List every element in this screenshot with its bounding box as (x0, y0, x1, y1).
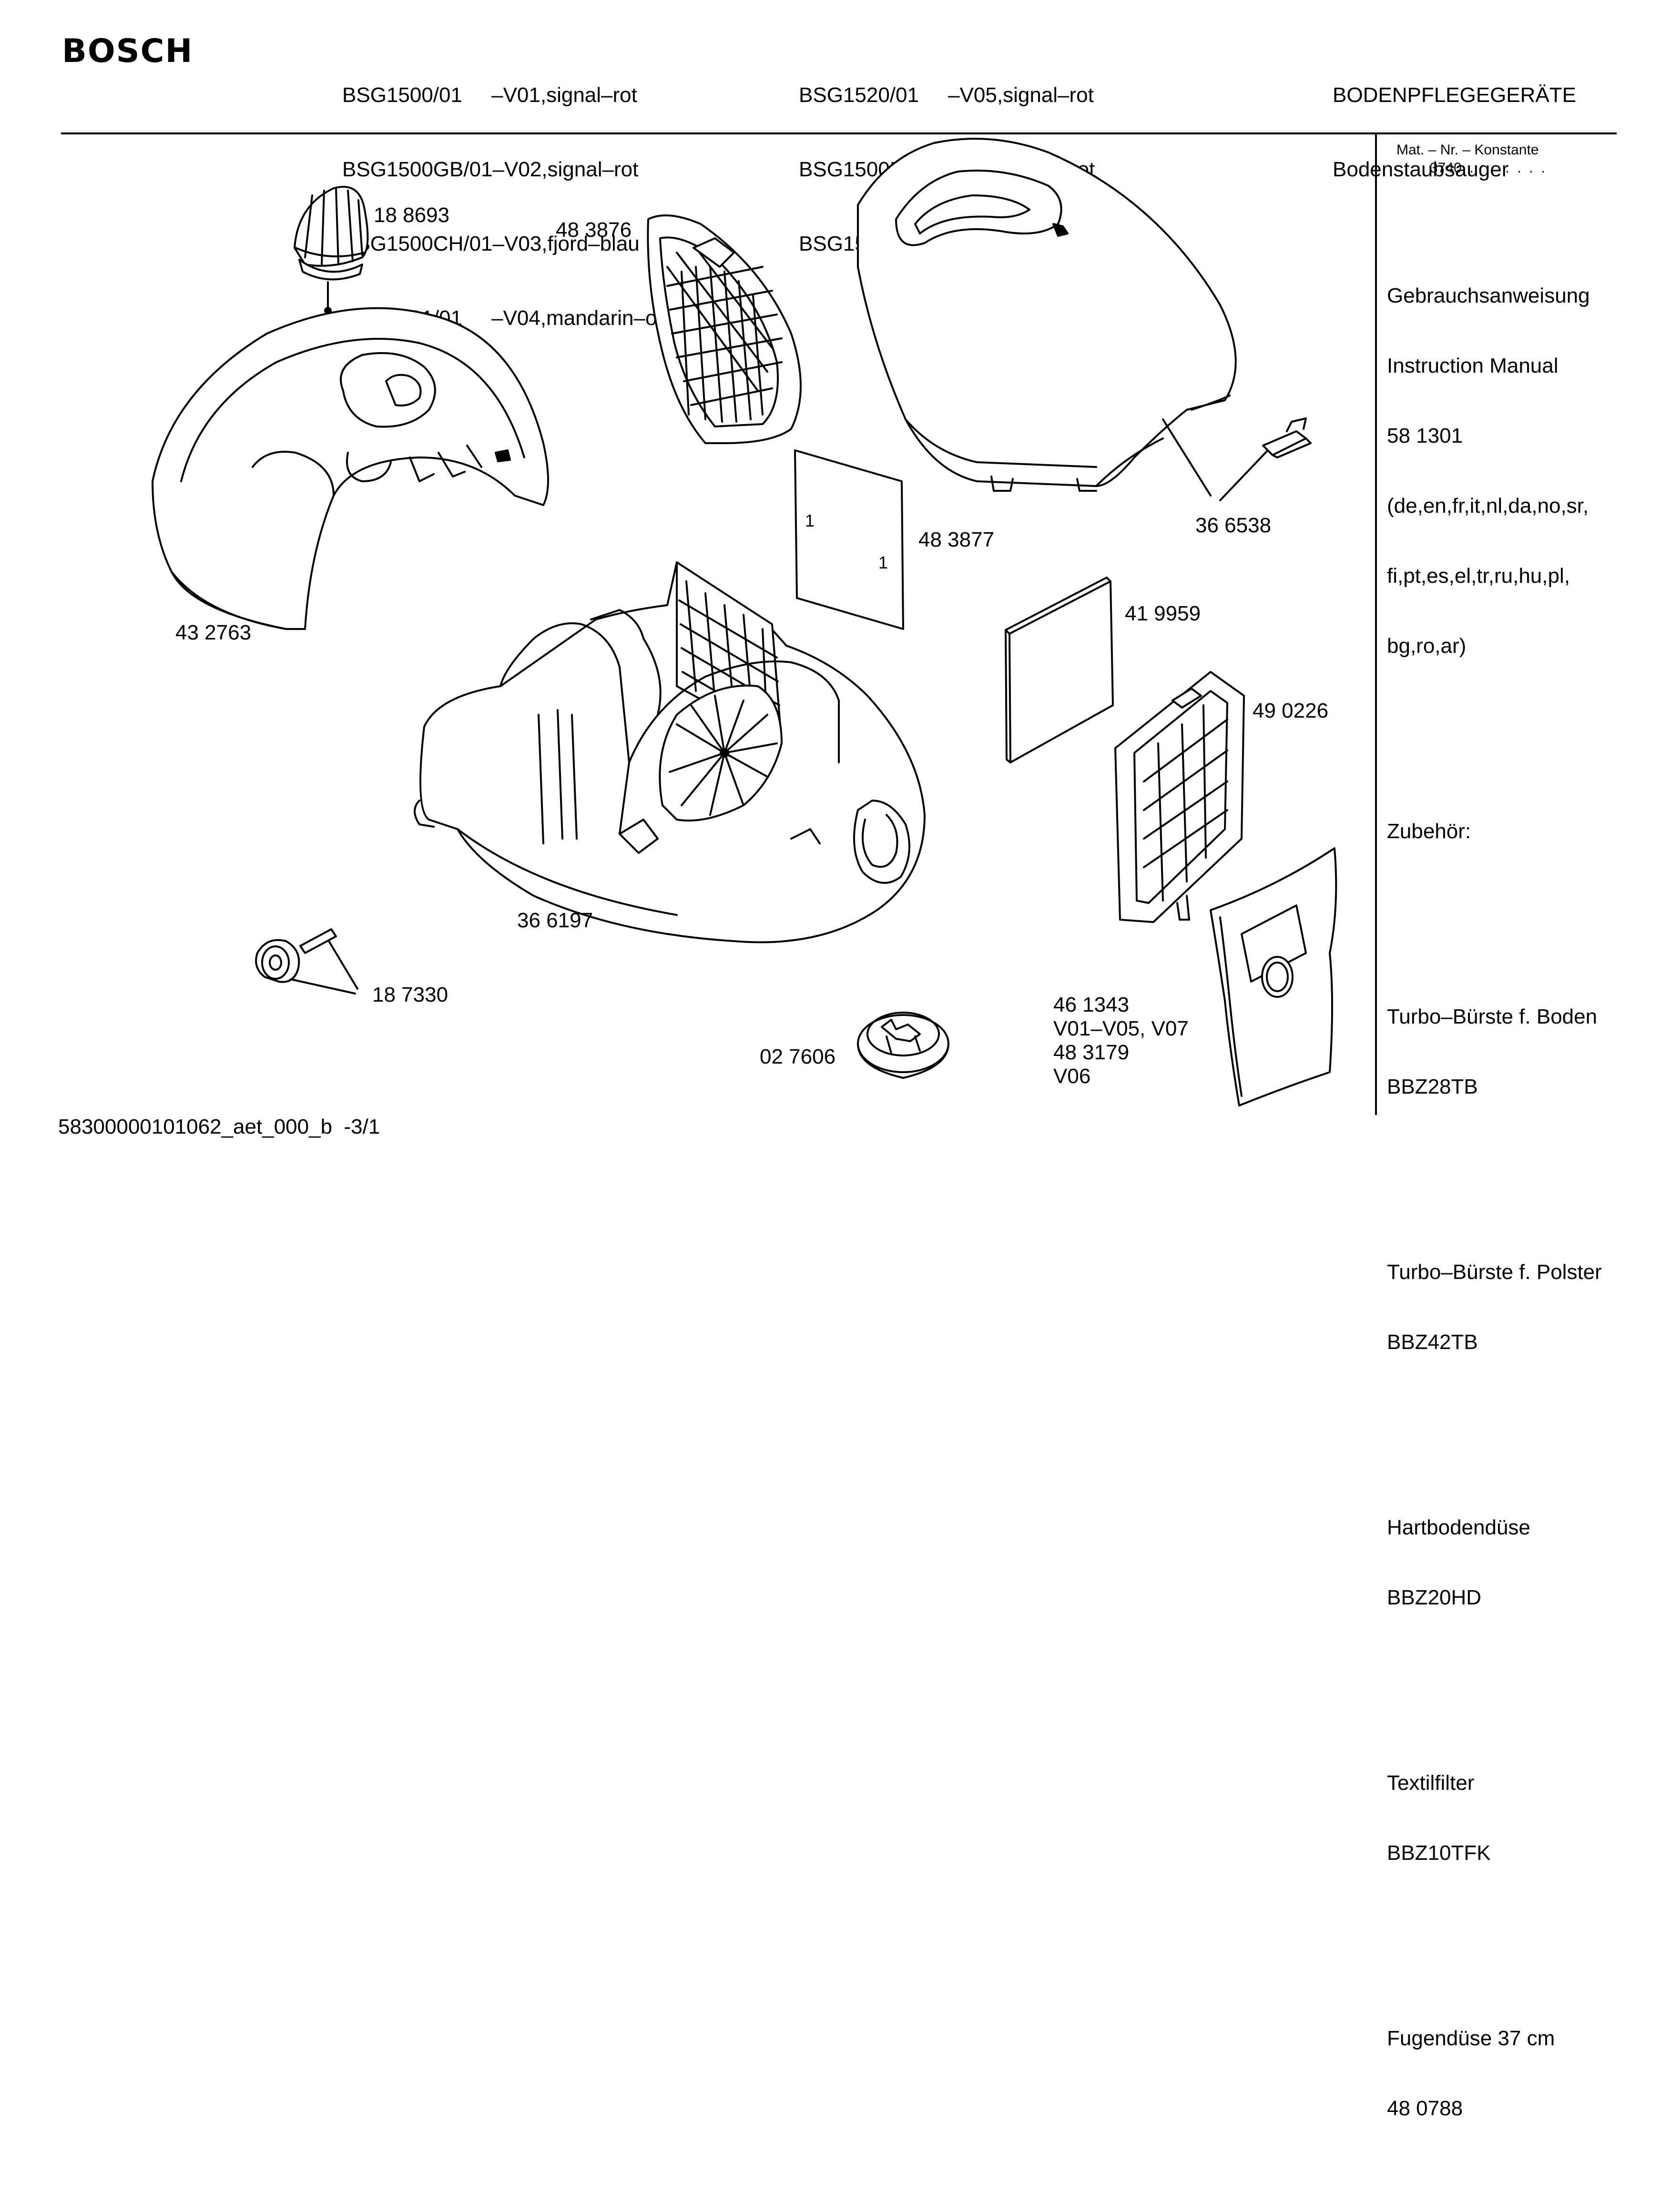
exploded-parts-diagram (152, 138, 1337, 1106)
mat-nr-value: 3740 . . . . . . (1430, 160, 1545, 176)
accessory-item: Turbo–Bürste f. Boden BBZ28TB (1387, 958, 1602, 1145)
part-label: 36 6197 (517, 909, 593, 932)
filter-mark: 1 (805, 511, 815, 530)
part-body-366197 (414, 561, 926, 944)
part-frame-490226 (1114, 671, 1245, 923)
bosch-logo: BOSCH (62, 32, 194, 70)
part-label: 18 8693 (374, 203, 450, 227)
accessory-name: Hartbodendüse (1387, 1516, 1530, 1539)
accessory-item: Fugendüse 37 cm 48 0788 (1387, 1980, 1602, 2167)
manual-line: bg,ro,ar) (1387, 634, 1467, 658)
part-top-cover-432763 (152, 307, 549, 630)
accessories-heading: Zubehör: (1387, 820, 1471, 843)
manual-block: Gebrauchsanweisung Instruction Manual 58… (1387, 237, 1602, 704)
manual-line: (de,en,fr,it,nl,da,no,sr, (1387, 494, 1589, 517)
part-label: V01–V05, V07 (1053, 1017, 1189, 1040)
model-line: BSG1500GB/01–V02,signal–rot (342, 158, 639, 181)
accessory-name: Turbo–Bürste f. Boden (1387, 1005, 1598, 1028)
part-label: 49 0226 (1253, 699, 1329, 722)
accessories-heading-block: Zubehör: (1387, 773, 1602, 890)
part-label: 41 9959 (1125, 602, 1201, 625)
manual-line: 58 1301 (1387, 424, 1463, 447)
mat-nr-label: Mat. – Nr. – Konstante (1396, 142, 1539, 158)
part-label: 48 3877 (918, 528, 995, 551)
part-round-027606 (857, 1012, 949, 1079)
part-label: 48 3876 (556, 218, 632, 242)
model-line: BSG1520/01 –V05,signal–rot (799, 83, 1094, 107)
accessory-item: Turbo–Bürste f. Polster BBZ42TB (1387, 1214, 1602, 1400)
part-label: 36 6538 (1195, 514, 1272, 537)
accessory-code: BBZ10TFK (1387, 1841, 1491, 1865)
header-divider (61, 132, 1617, 134)
accessory-code: 48 0788 (1387, 2097, 1463, 2120)
part-label: 02 7606 (760, 1045, 836, 1068)
accessory-name: Textilfilter (1387, 1771, 1475, 1795)
category-block: BODENPFLEGEGERÄTE Bodenstaubsauger (1333, 33, 1576, 207)
part-label: 43 2763 (175, 621, 252, 644)
accessory-item: Hartbodendüse BBZ20HD (1387, 1469, 1602, 1656)
part-label: 48 3179 (1053, 1041, 1130, 1064)
accessory-name: Fugendüse 37 cm (1387, 2027, 1555, 2050)
manual-line: Instruction Manual (1387, 354, 1559, 377)
filter-mark: 1 (878, 553, 888, 572)
accessory-code: BBZ28TB (1387, 1075, 1478, 1098)
manual-line: fi,pt,es,el,tr,ru,hu,pl, (1387, 564, 1570, 588)
model-line: BSG1500/01 –V01,signal–rot (342, 83, 637, 107)
category-subtitle: Bodenstaubsauger (1333, 158, 1509, 181)
part-knob-188693 (294, 186, 369, 315)
accessory-code: BBZ20HD (1387, 1586, 1482, 1609)
part-wheel-187330 (255, 928, 358, 994)
part-dustbag-461343 (1210, 847, 1337, 1106)
category-title: BODENPFLEGEGERÄTE (1333, 83, 1577, 107)
part-label: V06 (1053, 1065, 1091, 1088)
accessory-name: Turbo–Bürste f. Polster (1387, 1260, 1602, 1284)
part-lid-366538 (857, 138, 1312, 501)
sidebar-divider (1375, 134, 1377, 1115)
part-grill-483876 (647, 214, 802, 444)
part-label: 46 1343 (1053, 993, 1130, 1016)
model-line: BSG1500CH/01–V03,fjord–blau (342, 232, 640, 255)
part-foam-419959 (1005, 577, 1114, 763)
part-label: 18 7330 (372, 983, 448, 1006)
accessory-code: BBZ42TB (1387, 1330, 1478, 1354)
part-filter-483877 (794, 449, 904, 630)
document-id: 58300000101062_aet_000_b -3/1 (58, 1115, 380, 1138)
manual-line: Gebrauchsanweisung (1387, 284, 1590, 307)
accessory-item: Textilfilter BBZ10TFK (1387, 1725, 1602, 1911)
